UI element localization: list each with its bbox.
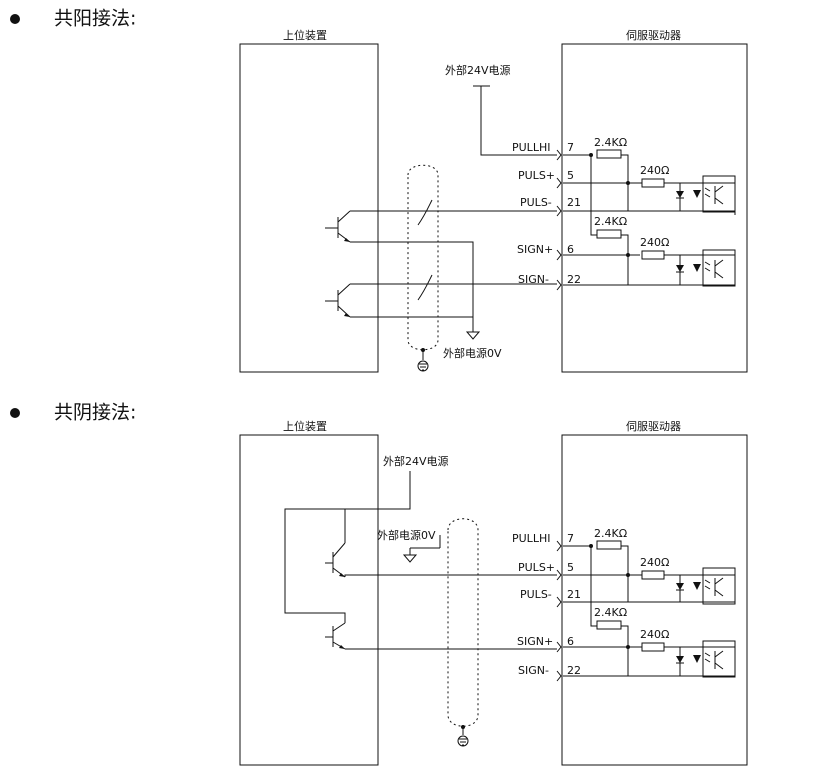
resistor-label: 240Ω — [640, 164, 669, 177]
connector-chevrons — [556, 149, 562, 291]
resistor-wire — [621, 545, 629, 575]
sign-minus-wire — [563, 647, 735, 677]
pin-number: 21 — [567, 588, 581, 601]
transistor-puls — [325, 542, 346, 578]
pin-number: 5 — [567, 561, 574, 574]
resistor-2k4-a — [596, 149, 622, 159]
pin-number: 7 — [567, 532, 574, 545]
host-device-label: 上位装置 — [283, 28, 327, 42]
junction-dot — [461, 725, 465, 729]
puls-plus-host-wire — [344, 574, 557, 577]
bullet-icon — [10, 407, 20, 418]
sign-minus-wire — [563, 255, 735, 286]
host-return-wire — [350, 241, 474, 315]
twist-mark — [417, 274, 433, 301]
optocoupler-2 — [676, 640, 736, 678]
host-device-box — [239, 434, 379, 766]
section-heading-common-cathode: 共阴接法: — [10, 401, 136, 424]
pin-number: 22 — [567, 664, 581, 677]
transistor-sign — [325, 622, 346, 650]
pullhi-wire — [563, 545, 597, 627]
resistor-wire — [621, 625, 629, 647]
resistor-2k4-b — [596, 229, 622, 239]
shielded-cable — [407, 164, 439, 351]
junction-dot — [589, 544, 593, 548]
ground-icon — [465, 315, 481, 340]
heading-text: 共阴接法: — [54, 401, 137, 424]
signal-label: PULS- — [520, 588, 552, 601]
pin-number: 21 — [567, 196, 581, 209]
resistor-label: 2.4KΩ — [594, 527, 627, 540]
signal-label: PULS- — [520, 196, 552, 209]
signal-label: PULLHI — [512, 532, 550, 545]
pin-number: 22 — [567, 273, 581, 286]
wiring-diagram-common-anode: 上位装置 伺服驱动器 外部24V电源 PULLHI 7 PULS+ 5 PULS… — [239, 28, 748, 373]
earth-ground-icon — [457, 735, 469, 747]
signal-label: SIGN+ — [517, 243, 553, 256]
shielded-cable — [447, 518, 479, 727]
ground-icon — [402, 535, 441, 563]
signal-label: PULS+ — [518, 561, 555, 574]
resistor-label: 240Ω — [640, 628, 669, 641]
resistor-label: 2.4KΩ — [594, 215, 627, 228]
ext-24v-wire — [473, 85, 557, 156]
signal-label: PULLHI — [512, 141, 550, 154]
optocoupler-2 — [676, 249, 736, 287]
servo-drive-box — [561, 434, 748, 766]
signal-label: SIGN- — [518, 664, 549, 677]
connector-chevrons — [556, 540, 562, 682]
servo-drive-box — [561, 43, 748, 373]
resistor-label: 240Ω — [640, 556, 669, 569]
bullet-icon — [10, 13, 20, 24]
resistor-2k4-b — [596, 620, 622, 630]
servo-drive-label: 伺服驱动器 — [626, 29, 681, 42]
servo-drive-label: 伺服驱动器 — [626, 420, 681, 433]
host-device-box — [239, 43, 379, 373]
pin-number: 7 — [567, 141, 574, 154]
optocoupler-1 — [676, 567, 736, 605]
ext-24v-label: 外部24V电源 — [383, 454, 449, 468]
earth-ground-lines — [419, 363, 427, 371]
twist-mark — [417, 199, 433, 226]
transistor-sign — [325, 283, 351, 318]
optocoupler-1 — [676, 175, 736, 213]
signal-label: SIGN+ — [517, 635, 553, 648]
section-heading-common-anode: 共阳接法: — [10, 7, 136, 30]
resistor-label: 240Ω — [640, 236, 669, 249]
resistor-2k4-a — [596, 540, 622, 550]
pin-number: 6 — [567, 243, 574, 256]
pin-number: 5 — [567, 169, 574, 182]
wiring-diagram-common-cathode: 上位装置 伺服驱动器 外部24V电源 外部电源0V PULLHI 7 PULS+… — [239, 419, 748, 766]
ext-24v-label: 外部24V电源 — [445, 63, 511, 77]
host-device-label: 上位装置 — [283, 419, 327, 433]
earth-ground-lines — [459, 738, 467, 746]
ext-24v-wire — [284, 471, 411, 623]
junction-dot — [589, 153, 593, 157]
pullhi-wire — [563, 154, 597, 236]
resistor-label: 2.4KΩ — [594, 136, 627, 149]
pin-number: 6 — [567, 635, 574, 648]
ext-0v-label: 外部电源0V — [377, 528, 436, 542]
resistor-label: 2.4KΩ — [594, 606, 627, 619]
puls-minus-wire — [563, 575, 735, 603]
signal-label: SIGN- — [518, 273, 549, 286]
earth-ground-icon — [417, 360, 429, 372]
transistor-puls — [325, 210, 351, 243]
resistor-wire — [621, 154, 629, 183]
resistor-wire — [621, 234, 629, 255]
ext-0v-label: 外部电源0V — [443, 346, 502, 360]
junction-dot — [421, 348, 425, 352]
signal-label: PULS+ — [518, 169, 555, 182]
heading-text: 共阳接法: — [54, 7, 137, 30]
